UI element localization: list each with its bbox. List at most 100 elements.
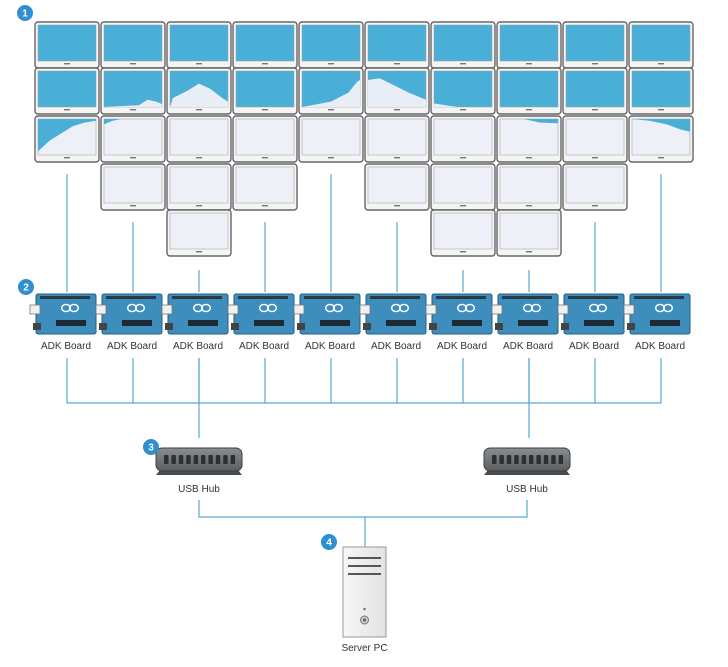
- home-button: [592, 157, 598, 159]
- tablet-screen: [232, 67, 298, 115]
- tablet-display: [565, 118, 625, 156]
- adk-board-label: ADK Board: [173, 341, 223, 352]
- adk-board: ADK Board: [623, 293, 691, 352]
- tablet-screen: [34, 21, 100, 69]
- home-button: [262, 63, 268, 65]
- adk-board: ADK Board: [227, 293, 295, 352]
- tablet-display: [433, 70, 493, 108]
- usb-port: [227, 304, 239, 315]
- home-button: [460, 63, 466, 65]
- home-button: [64, 109, 70, 111]
- usb-hub-icon: USB Hub: [155, 447, 243, 495]
- home-button: [328, 157, 334, 159]
- hub-port: [193, 455, 199, 464]
- hub-port: [186, 455, 191, 464]
- pc-led: [363, 607, 366, 611]
- hub-port: [230, 455, 236, 464]
- hub-port: [492, 455, 497, 464]
- board-pcb: [233, 293, 295, 335]
- board-header: [172, 296, 222, 299]
- tablet-display: [499, 166, 559, 204]
- home-button: [526, 251, 532, 253]
- adk-board-label: ADK Board: [41, 341, 91, 352]
- home-button: [658, 109, 664, 111]
- home-button: [196, 109, 202, 111]
- connection-wires: [66, 174, 662, 547]
- hub-port: [529, 455, 534, 464]
- hub-port: [536, 455, 541, 464]
- power-jack: [429, 323, 437, 330]
- board-header: [634, 296, 684, 299]
- tablet-display: [565, 24, 625, 62]
- adk-board: ADK Board: [161, 293, 229, 352]
- board-chip: [122, 320, 152, 326]
- usb-port: [557, 304, 569, 315]
- usb-hub-label: USB Hub: [506, 484, 548, 495]
- tablet-screen: [100, 115, 166, 163]
- board-pcb: [563, 293, 625, 335]
- arduino-logo-icon: [333, 303, 344, 313]
- board-header: [568, 296, 618, 299]
- tablet-screen: [298, 115, 364, 163]
- home-button: [460, 109, 466, 111]
- tablet-display: [631, 70, 691, 108]
- power-jack: [99, 323, 107, 330]
- tablet-screen: [496, 67, 562, 115]
- arduino-logo-icon: [68, 303, 79, 313]
- tablet-screen: [166, 163, 232, 211]
- tablet-display: [235, 166, 295, 204]
- tablet-screen: [430, 67, 496, 115]
- tablet-display: [367, 166, 427, 204]
- adk-board-label: ADK Board: [569, 341, 619, 352]
- home-button: [592, 109, 598, 111]
- tablet-screen: [562, 115, 628, 163]
- home-button: [394, 109, 400, 111]
- hub-port: [558, 455, 564, 464]
- home-button: [130, 109, 136, 111]
- home-button: [526, 109, 532, 111]
- step-badge: [18, 279, 34, 295]
- tablet-screen: [430, 209, 496, 257]
- home-button: [394, 157, 400, 159]
- adk-board-label: ADK Board: [305, 341, 355, 352]
- tablet-screen: [430, 21, 496, 69]
- tablet-screen: [496, 21, 562, 69]
- screen-wave: [368, 78, 426, 107]
- tablet-screen: [364, 163, 430, 211]
- board-pcb: [101, 293, 163, 335]
- hub-body: [155, 447, 243, 472]
- hub-port: [521, 455, 527, 464]
- tablet-display: [103, 24, 163, 62]
- usb-port: [95, 304, 107, 315]
- hub-port: [208, 455, 213, 464]
- arduino-logo-icon: [399, 303, 410, 313]
- board-chip: [254, 320, 284, 326]
- board-chip: [386, 320, 416, 326]
- usb-port: [359, 304, 371, 315]
- tablet-display: [37, 70, 97, 108]
- tablet-display: [433, 24, 493, 62]
- tablet-display: [499, 24, 559, 62]
- board-pcb: [299, 293, 361, 335]
- usb-port: [623, 304, 635, 315]
- adk-board-label: ADK Board: [371, 341, 421, 352]
- step-badge: [143, 439, 159, 455]
- board-chip: [188, 320, 218, 326]
- tablet-display: [433, 118, 493, 156]
- tablet-display: [301, 118, 361, 156]
- tablet-display: [169, 118, 229, 156]
- home-button: [262, 157, 268, 159]
- home-button: [130, 63, 136, 65]
- hub-port: [178, 455, 184, 464]
- power-jack: [33, 323, 41, 330]
- board-header: [436, 296, 486, 299]
- screen-wave: [302, 80, 360, 107]
- tablet-display: [499, 212, 559, 250]
- screen-wave: [170, 83, 228, 107]
- tablet-display: [103, 118, 163, 156]
- drive-bay: [348, 557, 381, 559]
- board-pcb: [431, 293, 493, 335]
- adk-board-label: ADK Board: [635, 341, 685, 352]
